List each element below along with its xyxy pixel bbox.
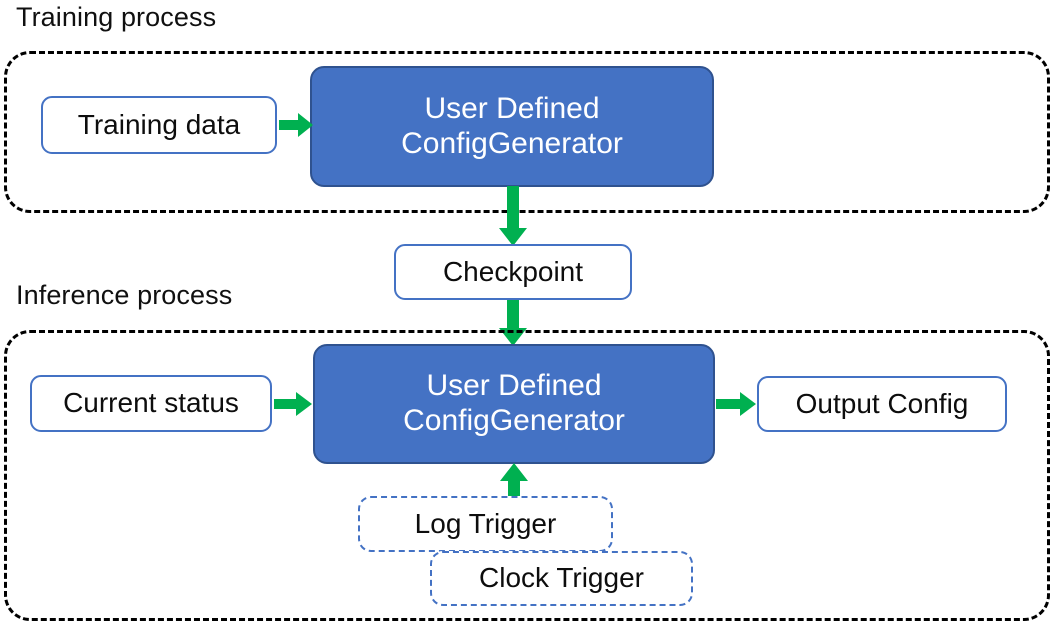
training-process-label: Training process (16, 2, 217, 32)
training-process-container (4, 51, 1050, 213)
arrow-log-trigger-to-generator (500, 463, 530, 499)
node-inference-config-generator[interactable]: User Defined ConfigGenerator (313, 344, 715, 464)
node-output-config[interactable]: Output Config (757, 376, 1007, 432)
arrow-current-status-to-generator (274, 390, 314, 418)
node-inference-config-generator-line1: User Defined (426, 369, 602, 403)
arrow-generator-to-checkpoint (499, 186, 529, 248)
node-training-config-generator[interactable]: User Defined ConfigGenerator (310, 66, 714, 187)
node-training-data[interactable]: Training data (41, 96, 277, 154)
node-clock-trigger-label: Clock Trigger (479, 562, 644, 594)
node-current-status[interactable]: Current status (30, 375, 272, 432)
node-log-trigger[interactable]: Log Trigger (358, 496, 613, 552)
node-checkpoint-label: Checkpoint (442, 255, 584, 287)
inference-process-label: Inference process (16, 280, 233, 310)
node-training-config-generator-line2: ConfigGenerator (401, 126, 623, 160)
node-training-data-label: Training data (77, 108, 241, 140)
arrow-checkpoint-to-inference-generator (499, 300, 529, 348)
node-training-config-generator-line1: User Defined (424, 91, 600, 125)
node-current-status-label: Current status (63, 387, 239, 419)
node-log-trigger-label: Log Trigger (414, 507, 557, 539)
node-clock-trigger[interactable]: Clock Trigger (430, 551, 693, 606)
arrow-training-data-to-generator (279, 111, 315, 139)
node-inference-config-generator-line2: ConfigGenerator (403, 404, 625, 437)
arrow-generator-to-output-config (716, 390, 758, 418)
node-output-config-label: Output Config (795, 387, 969, 419)
node-checkpoint[interactable]: Checkpoint (394, 244, 632, 300)
inference-process-container (4, 330, 1050, 621)
